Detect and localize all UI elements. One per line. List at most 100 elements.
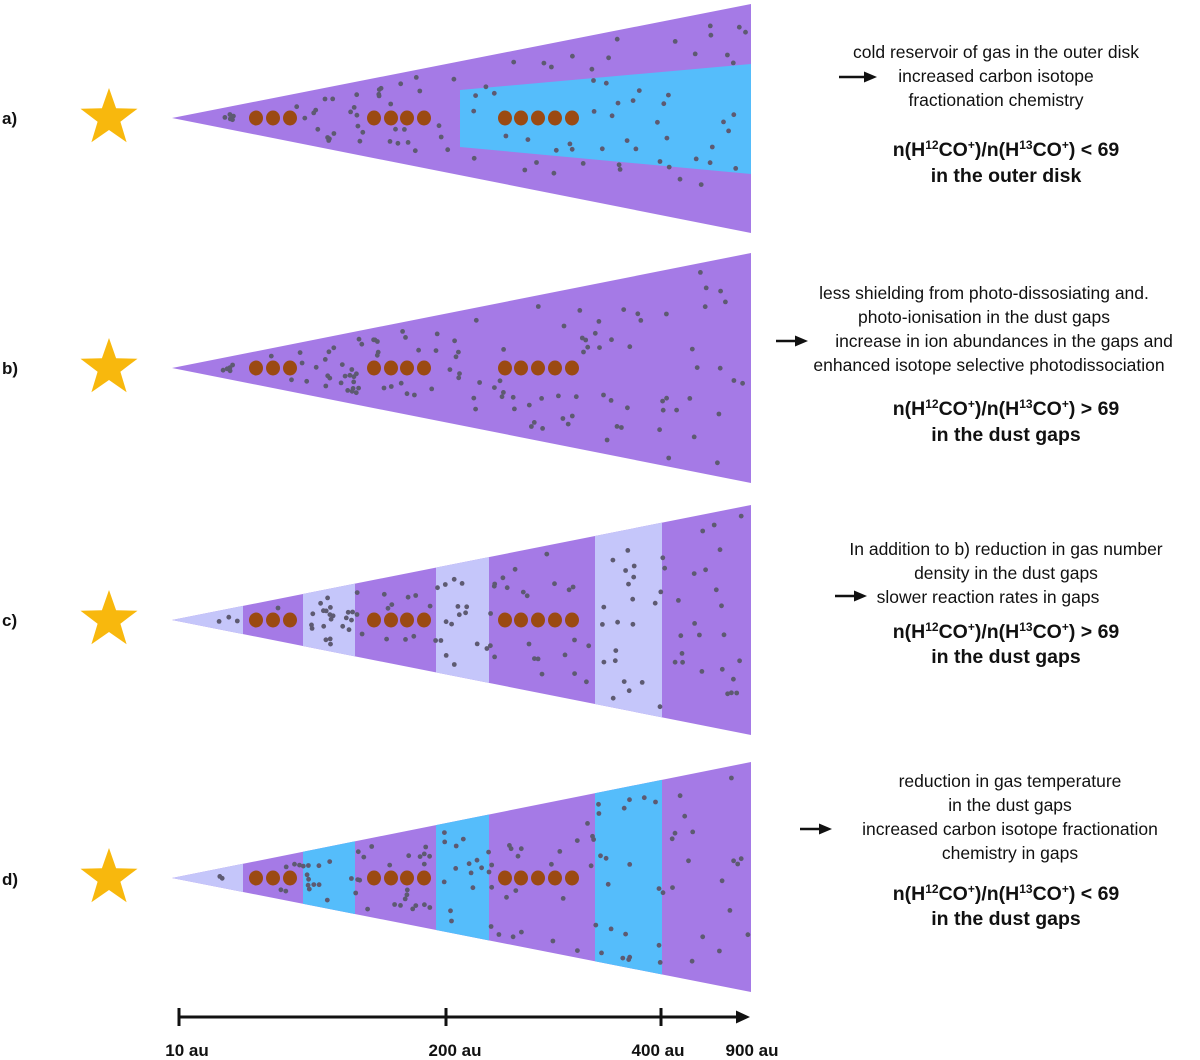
gas-particle	[736, 24, 742, 30]
gas-particle	[355, 877, 361, 882]
gas-particle	[359, 631, 365, 637]
gas-particle	[585, 344, 591, 350]
gas-particle	[679, 651, 685, 656]
gas-particle	[605, 881, 611, 887]
gas-particle	[549, 64, 554, 70]
dust-grain	[417, 110, 431, 126]
dust-grain	[266, 612, 280, 628]
gas-particle	[354, 112, 360, 118]
gas-particle	[715, 460, 720, 466]
gas-particle	[556, 393, 561, 399]
gas-particle	[451, 76, 457, 82]
gas-particle	[693, 156, 699, 162]
gas-particle	[456, 375, 462, 381]
cold-gas-gap	[436, 762, 489, 992]
gas-particle	[360, 129, 366, 135]
gas-particle	[434, 331, 440, 337]
description-line: slower reaction rates in gaps	[877, 587, 1100, 607]
gas-particle	[598, 853, 603, 859]
dust-grain	[283, 612, 297, 628]
gas-particle	[427, 603, 433, 609]
gas-particle	[474, 857, 480, 863]
gas-particle	[599, 950, 604, 956]
gas-particle	[657, 427, 662, 433]
gas-particle	[553, 147, 559, 153]
gas-particle	[222, 115, 228, 120]
star-icon	[80, 88, 138, 143]
gas-particle	[355, 123, 361, 129]
gas-particle	[666, 164, 672, 170]
gas-particle	[323, 383, 329, 389]
gas-particle	[743, 29, 748, 35]
gas-particle	[609, 113, 615, 119]
gas-particle	[492, 385, 497, 390]
gas-particle	[313, 107, 319, 113]
cold-gas-gap	[303, 762, 355, 992]
gas-particle	[708, 32, 714, 38]
dust-grain	[400, 110, 414, 126]
description-line: density in the dust gaps	[914, 563, 1098, 583]
gas-particle	[717, 547, 723, 553]
cold-gas-gap	[595, 762, 662, 992]
gas-particle	[389, 602, 395, 607]
gas-particle	[447, 367, 453, 372]
arrow-icon	[800, 823, 832, 835]
gas-particle	[353, 890, 359, 896]
ratio-location: in the dust gaps	[931, 646, 1081, 668]
gas-particle	[510, 394, 516, 400]
gas-particle	[626, 688, 632, 694]
gas-particle	[626, 957, 632, 962]
gas-particle	[731, 112, 737, 118]
gas-particle	[473, 93, 478, 98]
panel-c-label: c)	[2, 611, 17, 630]
gas-particle	[421, 861, 427, 867]
gas-particle	[403, 335, 408, 340]
gas-particle	[664, 311, 669, 317]
gas-particle	[745, 932, 751, 938]
gas-particle	[468, 870, 474, 876]
cold-gas-reservoir	[460, 64, 751, 174]
dust-grain	[283, 870, 297, 886]
gas-particle	[453, 354, 459, 360]
gas-particle	[719, 666, 725, 672]
dust-grain	[417, 612, 431, 628]
gas-particle	[700, 934, 706, 940]
gas-particle	[589, 66, 595, 72]
gas-particle	[623, 568, 628, 573]
gas-particle	[504, 894, 509, 900]
gas-particle	[413, 593, 419, 598]
gas-particle	[316, 882, 322, 888]
gas-particle	[631, 563, 637, 569]
gas-particle	[299, 360, 305, 366]
gas-particle	[325, 595, 330, 601]
gas-particle	[621, 307, 627, 312]
gas-particle	[359, 341, 365, 347]
gas-particle	[356, 385, 361, 391]
gas-particle	[460, 836, 466, 842]
axis-arrowhead	[736, 1010, 750, 1024]
gas-particle	[590, 833, 595, 839]
gas-particle	[354, 590, 360, 595]
gas-particle	[664, 135, 670, 141]
gas-particle	[561, 323, 567, 329]
gas-particle	[443, 619, 449, 625]
gas-particle	[479, 865, 484, 871]
dust-grain	[367, 870, 381, 886]
description-line: less shielding from photo-dissosiating a…	[819, 283, 1149, 303]
gas-particle	[591, 78, 596, 83]
gas-particle	[727, 908, 733, 913]
gas-particle	[707, 160, 713, 166]
gas-particle	[445, 147, 451, 153]
dust-grain	[266, 870, 280, 886]
gas-particle	[531, 420, 537, 425]
gas-particle	[347, 372, 353, 378]
dust-grain	[531, 110, 545, 126]
dust-grain	[498, 612, 512, 628]
gas-particle	[289, 377, 294, 383]
gas-particle	[674, 407, 679, 413]
gas-particle	[610, 557, 616, 563]
gas-particle	[315, 126, 321, 132]
gas-particle	[540, 426, 545, 431]
gas-particle	[474, 641, 480, 647]
